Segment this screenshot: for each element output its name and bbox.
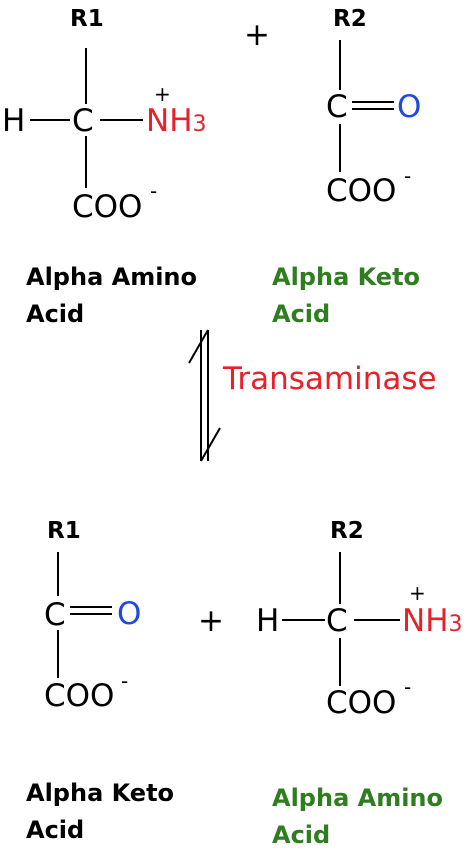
equilibrium-arrows xyxy=(188,329,221,462)
r2-label: R2 xyxy=(333,6,367,32)
reactant-amino-acid: R1 H C + NH3 COO - Alpha Amino Acid xyxy=(2,6,207,328)
forward-arrow-barb xyxy=(200,427,221,462)
carbonyl-carbon: C xyxy=(326,89,348,125)
ammonium-charge: + xyxy=(409,581,426,605)
carboxylate-group: COO xyxy=(326,173,396,209)
r1-label: R1 xyxy=(47,518,81,544)
reactant-amino-name-line2: Acid xyxy=(26,300,84,328)
hydrogen-atom: H xyxy=(2,103,25,139)
carbonyl-carbon: C xyxy=(44,597,66,633)
amino-group-text: NH xyxy=(402,603,449,639)
carboxylate-charge: - xyxy=(404,675,411,699)
carbonyl-oxygen: O xyxy=(397,89,421,125)
enzyme-label: Transaminase xyxy=(222,361,437,397)
amino-group: NH3 xyxy=(146,103,207,139)
amino-group-subscript: 3 xyxy=(193,112,207,137)
product-amino-acid: R2 H C + NH3 COO - Alpha Amino Acid xyxy=(256,518,463,849)
product-plus-sign: + xyxy=(198,603,224,639)
reverse-arrow-barb xyxy=(188,329,209,364)
product-keto-acid: R1 C O COO - Alpha Keto Acid xyxy=(26,518,174,844)
carboxylate-group: COO xyxy=(72,189,142,225)
alpha-carbon: C xyxy=(72,103,94,139)
r1-label: R1 xyxy=(70,6,104,32)
carboxylate-charge: - xyxy=(150,179,157,203)
amino-group-subscript: 3 xyxy=(449,612,463,637)
reactant-keto-name-line1: Alpha Keto xyxy=(272,263,420,291)
reactant-amino-name-line1: Alpha Amino xyxy=(26,263,197,291)
alpha-carbon: C xyxy=(326,603,348,639)
amino-group: NH3 xyxy=(402,603,463,639)
reactant-keto-acid: R2 C O COO - Alpha Keto Acid xyxy=(272,6,421,328)
amino-group-text: NH xyxy=(146,103,193,139)
product-keto-name-line1: Alpha Keto xyxy=(26,779,174,807)
reactant-keto-name-line2: Acid xyxy=(272,300,330,328)
carbonyl-oxygen: O xyxy=(117,596,141,632)
reactant-plus-sign: + xyxy=(244,17,270,53)
product-amino-name-line1: Alpha Amino xyxy=(272,784,443,812)
ammonium-charge: + xyxy=(154,82,171,106)
carboxylate-group: COO xyxy=(326,685,396,721)
r2-label: R2 xyxy=(330,518,364,544)
product-keto-name-line2: Acid xyxy=(26,816,84,844)
product-amino-name-line2: Acid xyxy=(272,821,330,849)
carboxylate-charge: - xyxy=(404,164,411,188)
hydrogen-atom: H xyxy=(256,603,279,639)
carboxylate-charge: - xyxy=(121,669,128,693)
carboxylate-group: COO xyxy=(44,678,114,714)
